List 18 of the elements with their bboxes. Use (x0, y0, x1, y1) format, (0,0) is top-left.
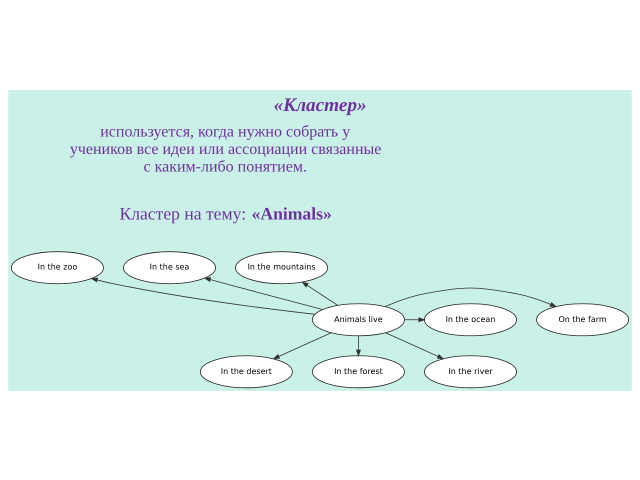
label: Кластер на тему: «Animals» (119, 202, 332, 223)
node-ellipse: In the mountains (235, 250, 328, 284)
arrow (301, 281, 338, 306)
node-ellipse: In the ocean (424, 302, 517, 336)
label: используется, когда нужно собрать у учеников все идеи или ассоциации связанные с каким-либо понятием. (70, 122, 382, 176)
arrow (404, 316, 426, 322)
diagram-title: «Кластер» (274, 94, 367, 116)
arrow (90, 277, 316, 314)
arrow (385, 332, 444, 359)
arrow (384, 287, 558, 307)
arrow (204, 276, 323, 310)
node-ellipse: On the farm (536, 302, 629, 336)
arrow (356, 335, 361, 356)
node-ellipse: In the desert (200, 354, 293, 388)
node-ellipse: Animals live (312, 302, 405, 336)
node-ellipse: In the forest (312, 354, 405, 388)
node-ellipse: In the river (424, 354, 517, 388)
arrow (272, 332, 332, 359)
